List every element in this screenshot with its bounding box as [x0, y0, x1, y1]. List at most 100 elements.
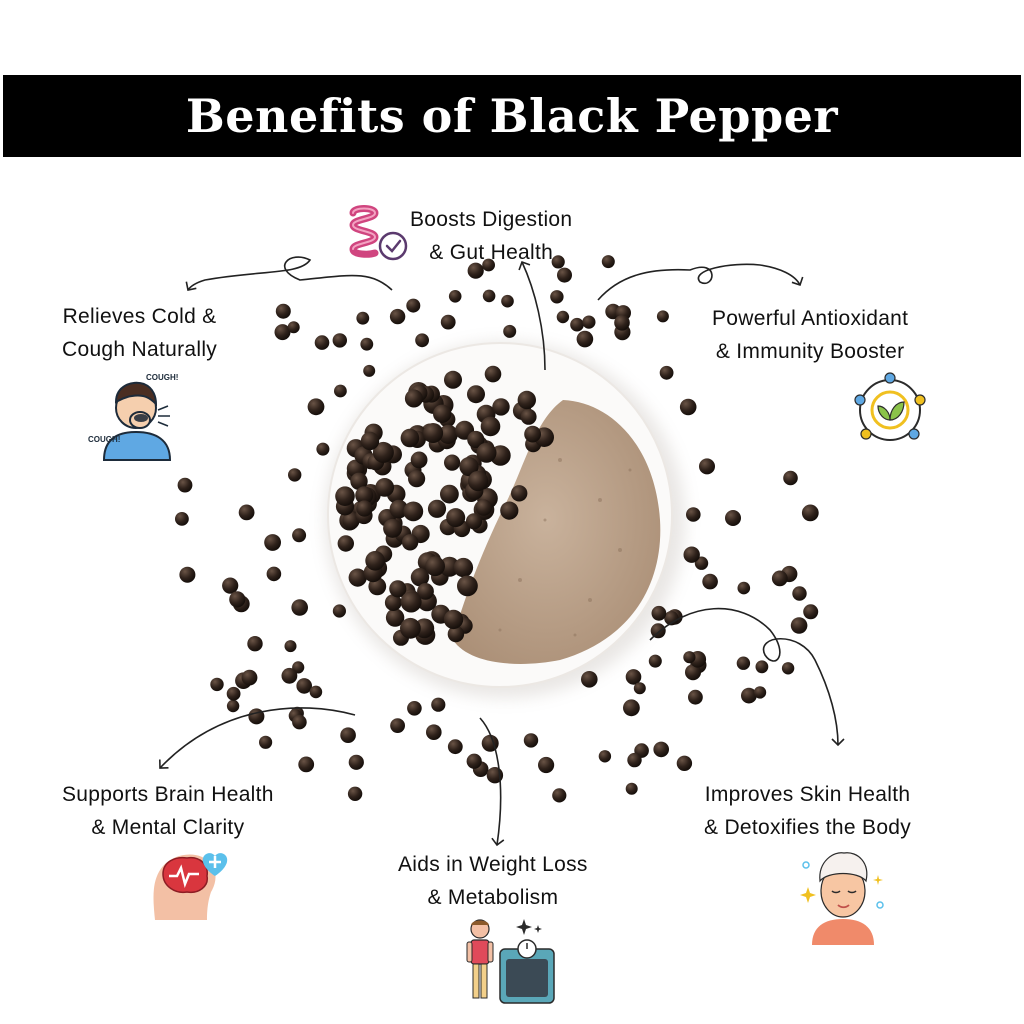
peppercorn [348, 754, 364, 770]
arrow-antioxidant [597, 263, 804, 301]
peppercorn [403, 501, 424, 522]
peppercorn [501, 294, 514, 308]
peppercorn [694, 556, 709, 570]
peppercorn [466, 753, 482, 769]
peppercorn [291, 599, 309, 616]
peppercorn [503, 324, 517, 338]
peppercorn [648, 654, 662, 668]
benefit-brain-label: Supports Brain Health & Mental Clarity [62, 778, 274, 844]
peppercorn [335, 486, 355, 507]
peppercorn [550, 290, 564, 304]
peppercorn [459, 457, 479, 477]
peppercorn [356, 311, 370, 325]
peppercorn [281, 667, 298, 684]
peppercorn [524, 425, 541, 443]
peppercorn [523, 733, 539, 748]
peppercorn [389, 499, 409, 519]
peppercorn [741, 687, 757, 704]
peppercorn [238, 504, 255, 521]
peppercorn [688, 689, 703, 705]
peppercorn [625, 669, 642, 685]
peppercorn [389, 308, 406, 325]
peppercorn [601, 255, 615, 269]
peppercorn [425, 556, 445, 577]
peppercorn [385, 608, 405, 627]
benefit-antioxidant-label: Powerful Antioxidant & Immunity Booster [712, 302, 908, 368]
peppercorn [347, 786, 363, 801]
peppercorn [375, 478, 395, 497]
peppercorn [792, 586, 807, 601]
peppercorn [737, 581, 751, 595]
peppercorn [803, 604, 819, 620]
peppercorn [556, 310, 570, 324]
peppercorn [653, 741, 669, 758]
peppercorn [683, 546, 700, 563]
peppercorn [175, 512, 189, 526]
peppercorn [177, 477, 193, 493]
peppercorn [736, 656, 751, 670]
peppercorn [482, 258, 495, 272]
peppercorn [408, 470, 426, 488]
brain-health-icon [153, 853, 228, 920]
peppercorn [292, 714, 307, 730]
peppercorn [222, 577, 239, 594]
peppercorn [447, 625, 465, 643]
peppercorn [520, 408, 537, 425]
coughing-person-icon: COUGH! COUGH! [88, 373, 178, 461]
peppercorn [576, 330, 594, 348]
peppercorn [266, 566, 282, 582]
cold-line-2: Cough Naturally [62, 338, 218, 361]
peppercorn [340, 727, 356, 743]
peppercorn [783, 470, 798, 486]
peppercorn [309, 685, 323, 699]
peppercorn [332, 604, 346, 618]
peppercorn [659, 365, 674, 380]
antioxidant-icon [854, 372, 926, 441]
peppercorn [440, 484, 459, 504]
peppercorn [467, 385, 485, 404]
peppercorn [287, 321, 300, 334]
peppercorn [334, 384, 347, 398]
peppercorn [372, 441, 394, 463]
peppercorn [427, 499, 447, 518]
peppercorn [264, 534, 281, 551]
weight-line-1: Aids in Weight Loss [398, 853, 588, 876]
peppercorn [625, 782, 638, 795]
peppercorn [415, 333, 429, 348]
benefit-digestion-label: Boosts Digestion & Gut Health [410, 203, 572, 269]
peppercorn [500, 501, 519, 520]
peppercorn [448, 290, 462, 303]
peppercorn [407, 701, 422, 716]
peppercorn [664, 611, 679, 626]
peppercorn [337, 535, 354, 552]
peppercorn [423, 423, 444, 443]
peppercorn [179, 566, 196, 583]
peppercorn [444, 454, 461, 471]
peppercorn [480, 416, 501, 437]
peppercorn [241, 669, 258, 686]
peppercorn [365, 551, 385, 571]
peppercorn [651, 605, 667, 621]
arrow-cold [185, 256, 393, 291]
peppercorn [417, 583, 434, 600]
benefit-skin-label: Improves Skin Health & Detoxifies the Bo… [704, 778, 911, 844]
digestion-line-1: Boosts Digestion [410, 208, 573, 231]
peppercorn [288, 468, 302, 482]
peppercorn [517, 390, 536, 410]
peppercorn [433, 404, 452, 423]
peppercorn [465, 513, 483, 530]
benefit-cold-label: Relieves Cold & Cough Naturally [62, 300, 217, 366]
peppercorn [406, 298, 421, 313]
brain-line-2: & Mental Clarity [91, 816, 245, 839]
arrow-skin [649, 607, 845, 747]
peppercorn [348, 568, 367, 587]
peppercorn [453, 557, 474, 578]
skin-line-2: & Detoxifies the Body [704, 816, 912, 839]
connector-arrows [158, 256, 845, 847]
peppercorn [350, 472, 368, 490]
peppercorn [431, 697, 446, 712]
peppercorn [482, 289, 496, 303]
peppercorn [226, 699, 240, 713]
cold-line-1: Relieves Cold & [62, 305, 217, 328]
peppercorn [633, 682, 646, 695]
